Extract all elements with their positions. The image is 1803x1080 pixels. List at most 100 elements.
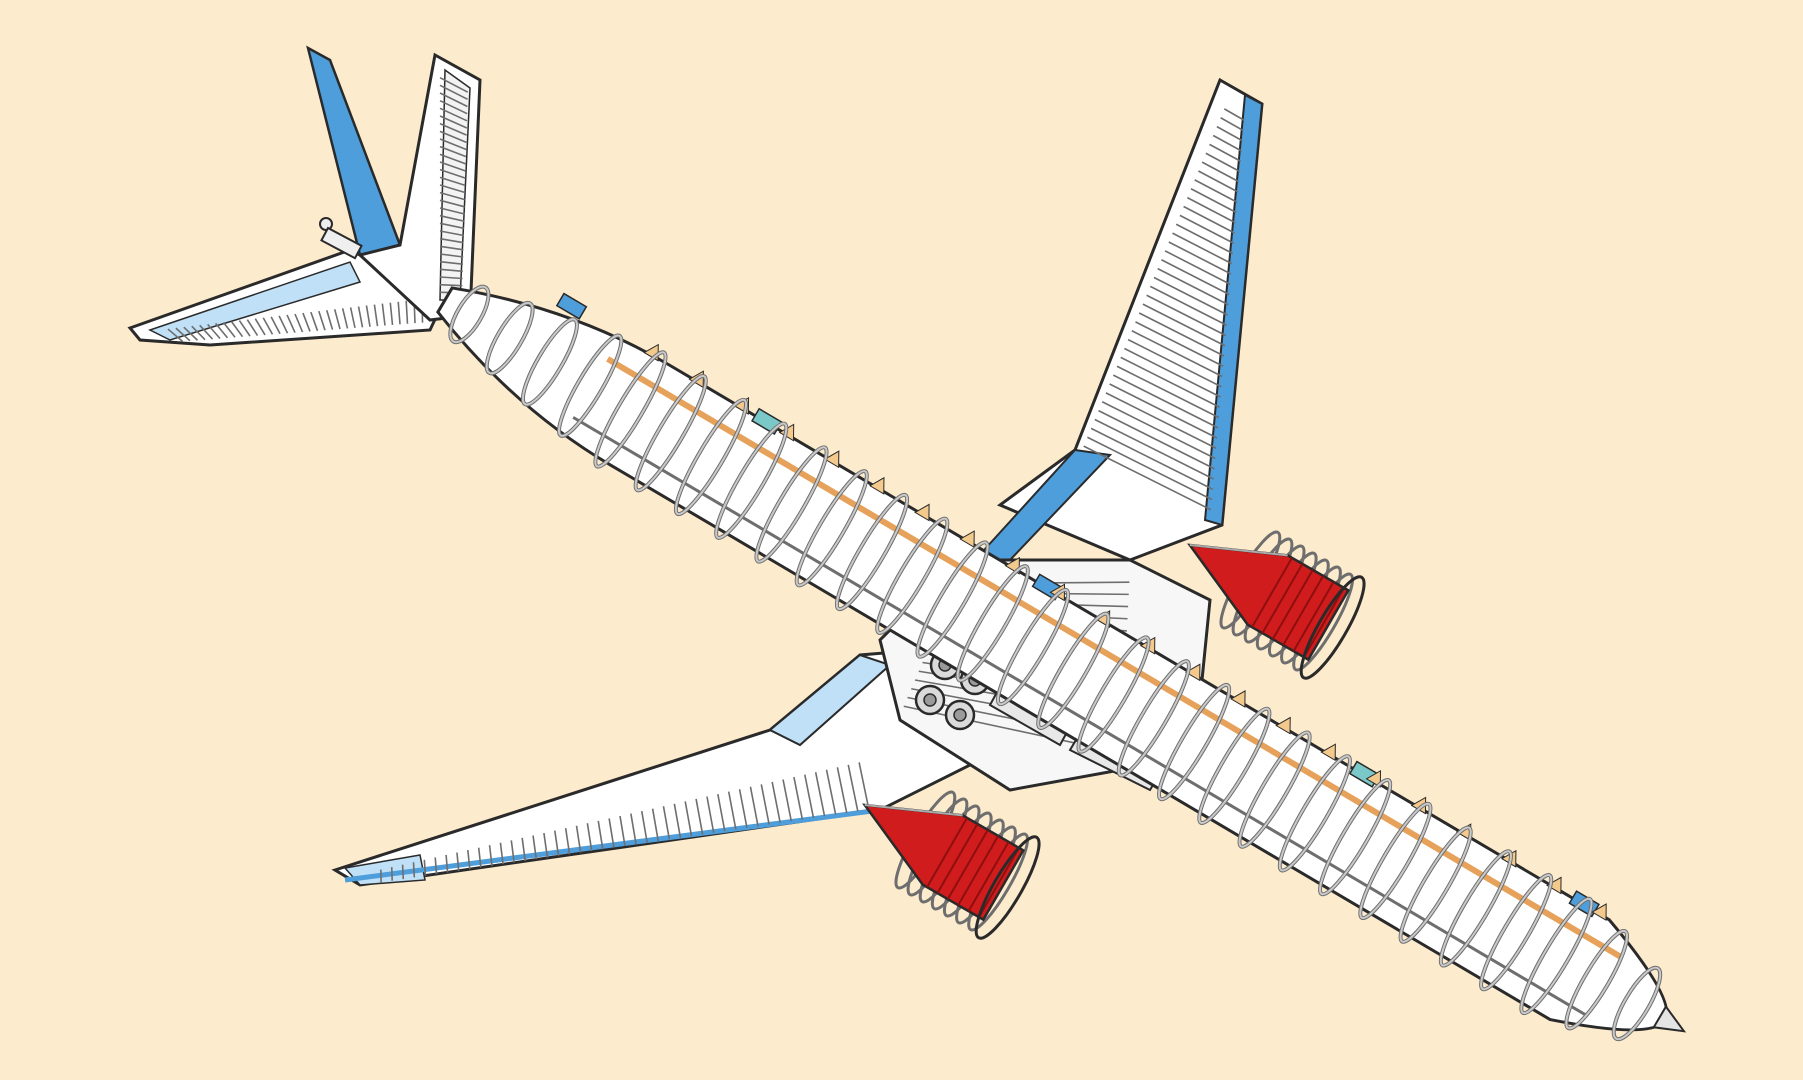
wing-upper xyxy=(972,77,1264,562)
wing-rib xyxy=(858,762,870,810)
fuselage-frame-highlight xyxy=(755,446,828,563)
seat xyxy=(959,530,975,549)
fuselage-frame-highlight xyxy=(956,565,1029,682)
fin-rib xyxy=(439,92,468,108)
fin-rib xyxy=(439,245,464,251)
wing-rib xyxy=(673,803,682,838)
wing-rib xyxy=(803,774,815,819)
wing-rib xyxy=(1142,303,1226,347)
wing-rib xyxy=(1087,436,1213,501)
fuselage-frame-highlight xyxy=(634,375,707,492)
engine-highlight xyxy=(1189,544,1288,557)
engine-stage xyxy=(1271,569,1314,640)
stabilizer-rib xyxy=(230,321,244,338)
stabilizer-rib xyxy=(310,311,319,332)
seat xyxy=(1184,663,1201,682)
stabilizer-rib xyxy=(286,314,296,333)
seat xyxy=(823,450,840,469)
engine-stage xyxy=(936,823,979,894)
wing-rib xyxy=(760,784,770,825)
fuselage-frame-highlight xyxy=(996,588,1070,706)
fuselage-frame-highlight xyxy=(521,318,578,406)
wing-rib xyxy=(771,781,782,824)
wing-rib xyxy=(684,801,693,837)
engine-highlight xyxy=(864,804,963,817)
wing-rib xyxy=(586,823,593,852)
fin-rib xyxy=(439,214,465,222)
engine-stage xyxy=(1303,587,1345,658)
stabilizer-rib xyxy=(175,327,191,342)
wing-rib xyxy=(412,862,416,878)
wing-rib xyxy=(575,825,582,853)
wing-rib xyxy=(1194,179,1238,203)
fuselage-frame-highlight xyxy=(835,493,909,611)
wing-rib xyxy=(456,852,460,871)
wing-rib xyxy=(1109,383,1218,439)
fuselage-frame-highlight xyxy=(1359,802,1432,920)
wing-rib xyxy=(1216,125,1243,142)
wing-rib xyxy=(1179,214,1234,244)
wing-rib xyxy=(1094,418,1214,480)
wing-rib xyxy=(1083,445,1212,511)
wing-rib xyxy=(1138,312,1225,357)
stabilizer-rib xyxy=(333,309,341,330)
wing-rib xyxy=(1205,152,1241,173)
fin-rib xyxy=(439,99,468,115)
seat xyxy=(868,476,885,495)
fuselage-frame-highlight xyxy=(1117,660,1190,777)
fuselage-frame-highlight xyxy=(449,285,490,344)
wing-rib xyxy=(401,864,405,880)
wing-rib xyxy=(1101,401,1216,460)
wing-rib xyxy=(706,796,715,833)
engine-stage xyxy=(946,829,989,900)
wing-rib xyxy=(640,810,648,843)
fuselage-frame-highlight xyxy=(1399,826,1472,943)
horizontal-stabilizer xyxy=(127,248,447,347)
engine-intake-lip xyxy=(1299,575,1366,680)
fin-rib xyxy=(439,76,469,93)
stabilizer-rib xyxy=(357,306,364,328)
wing-rib xyxy=(499,842,504,865)
wing-rib xyxy=(782,779,793,822)
wing-rib xyxy=(1168,241,1232,275)
seat xyxy=(1275,716,1291,735)
engine-stage xyxy=(1282,575,1325,646)
seat xyxy=(1365,769,1382,788)
wing-rib xyxy=(1198,170,1239,193)
wing-rib xyxy=(814,772,826,817)
stabilizer-rib xyxy=(325,310,334,330)
fuselage-frame-highlight xyxy=(1612,966,1662,1041)
stabilizer-rib xyxy=(278,315,289,334)
stabilizer-rib xyxy=(349,307,356,329)
fin-rib xyxy=(439,222,465,230)
wing-rib xyxy=(1131,330,1223,378)
wing-rib xyxy=(597,820,604,850)
wing-rib xyxy=(793,776,804,820)
stabilizer-rib xyxy=(397,301,401,325)
wing-rib xyxy=(1186,196,1236,224)
wing-rib xyxy=(695,798,704,835)
wing-rib xyxy=(477,847,482,868)
fuselage-frame-highlight xyxy=(795,470,868,587)
wing-rib xyxy=(825,769,837,815)
wing-rib xyxy=(553,830,560,857)
wing-rib xyxy=(1098,409,1215,470)
engine-stage xyxy=(957,835,1000,906)
fin-rib xyxy=(439,153,467,165)
wing-rib xyxy=(1190,188,1237,214)
wing-rib xyxy=(543,832,549,858)
engine-upper xyxy=(1187,530,1366,680)
seat xyxy=(1320,743,1336,762)
fin-rib xyxy=(439,207,465,215)
wheel-hub xyxy=(953,708,967,722)
wing-rib xyxy=(521,837,527,861)
wing-rib xyxy=(1157,267,1229,306)
wing-rib xyxy=(1105,392,1217,449)
fin-rib xyxy=(439,230,464,237)
fin-rib xyxy=(439,176,466,187)
wing-rib xyxy=(1116,365,1220,419)
wing-rib xyxy=(727,791,737,830)
stabilizer-rib xyxy=(246,319,259,336)
fuselage-frame-highlight xyxy=(674,398,748,516)
